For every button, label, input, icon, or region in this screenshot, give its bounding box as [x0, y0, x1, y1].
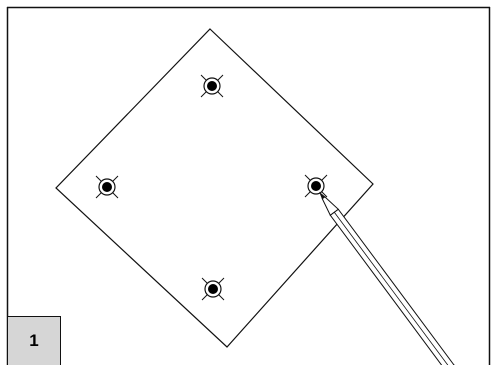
mounting-hole-bottom [202, 278, 224, 300]
panel-border [7, 7, 490, 365]
mounting-hole-right [305, 175, 327, 197]
step-number-badge: 1 [7, 316, 61, 365]
mounting-hole-left [96, 176, 118, 198]
mounting-hole-top [201, 75, 223, 97]
pencil-body [330, 209, 454, 365]
pencil-icon [316, 190, 458, 365]
step-number: 1 [29, 331, 38, 351]
